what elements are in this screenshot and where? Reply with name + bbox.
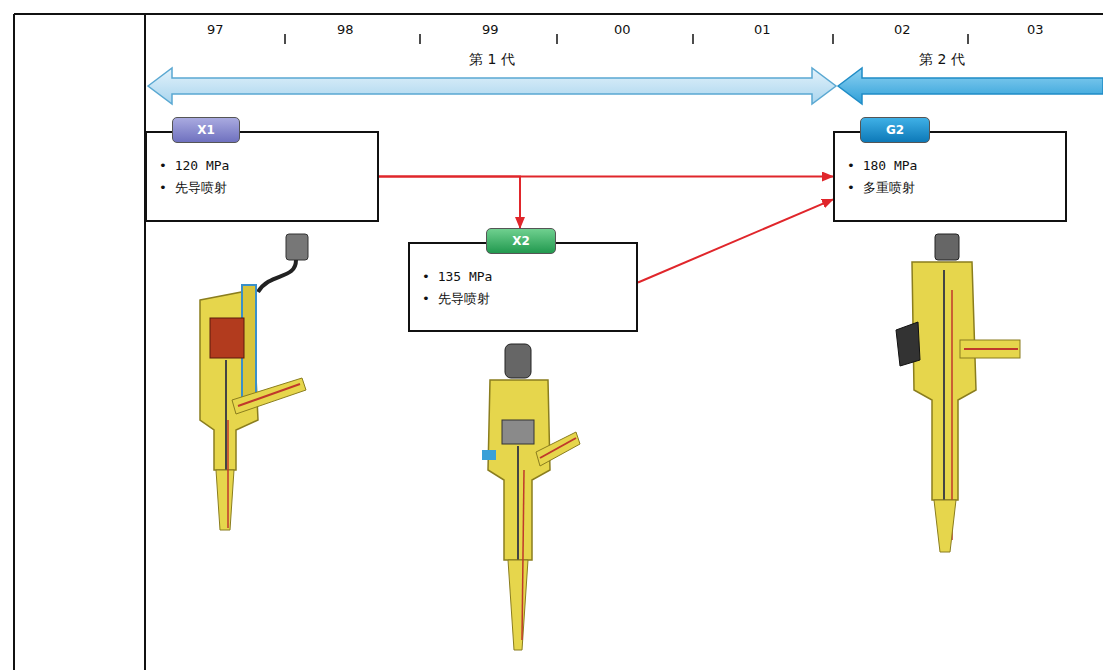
spec-line: • 120 MPa (159, 155, 367, 177)
evolution-arrow (638, 199, 833, 282)
model-tab: X1 (172, 117, 240, 143)
year-label: 97 (207, 22, 224, 38)
generation-label: 第 2 代 (919, 51, 965, 67)
spec-line: • 135 MPa (422, 266, 626, 288)
box-body: • 180 MPa• 多重喷射 (833, 131, 1067, 222)
spec-line: • 多重喷射 (847, 177, 1055, 199)
year-label: 98 (337, 22, 354, 38)
year-label: 03 (1027, 22, 1044, 38)
year-label: 02 (894, 22, 911, 38)
spec-line: • 先导喷射 (159, 177, 367, 199)
box-body: • 135 MPa• 先导喷射 (408, 242, 638, 332)
evolution-arrow (379, 176, 833, 178)
year-label: 01 (754, 22, 771, 38)
box-body: • 120 MPa• 先导喷射 (145, 131, 379, 222)
model-tab: X2 (486, 228, 556, 254)
injector-box: • 120 MPa• 先导喷射X1 (145, 117, 379, 222)
model-tab: G2 (860, 117, 930, 143)
spec-line: • 先导喷射 (422, 288, 626, 310)
injector-box: • 135 MPa• 先导喷射X2 (408, 228, 638, 332)
injector-box: • 180 MPa• 多重喷射G2 (833, 117, 1067, 222)
year-label: 00 (614, 22, 631, 38)
generation-label: 第 1 代 (469, 51, 515, 67)
spec-line: • 180 MPa (847, 155, 1055, 177)
year-label: 99 (482, 22, 499, 38)
evolution-arrow (379, 177, 520, 229)
